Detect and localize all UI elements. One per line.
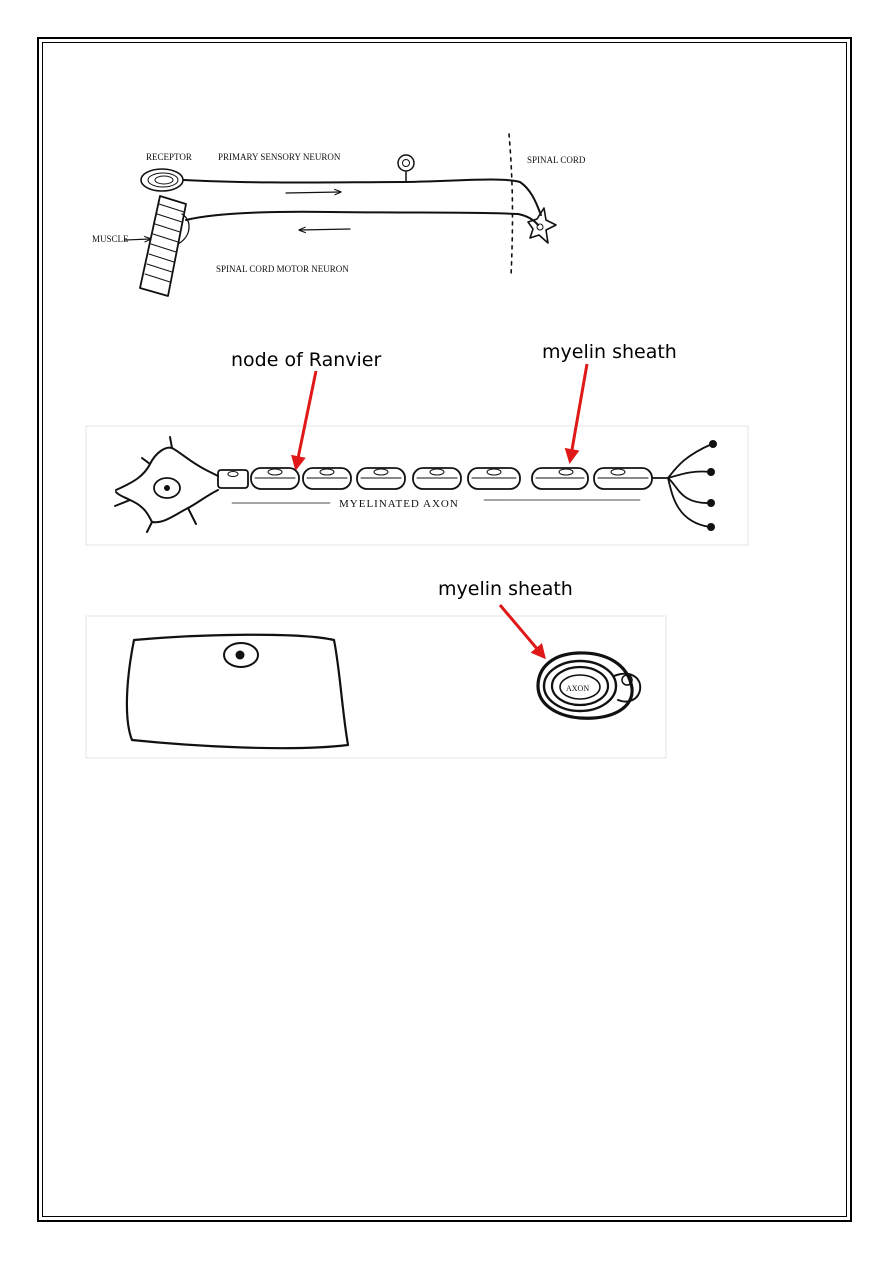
cross-section-diagram: myelin sheath AXON	[85, 578, 667, 759]
myelin-segment	[356, 467, 406, 490]
sensory-neuron-label: PRIMARY SENSORY NEURON	[218, 152, 341, 162]
myelinated-axon-diagram: node of Ranvier myelin sheath	[85, 341, 749, 546]
myelin-segment	[467, 467, 521, 490]
axon-cross-section: AXON	[536, 651, 642, 720]
myelin-segment	[412, 467, 462, 490]
neuron-cell-body	[114, 436, 219, 533]
cross-section-panel-background	[85, 615, 667, 759]
motor-neuron-fiber	[185, 210, 539, 226]
axon-terminals	[651, 440, 717, 531]
myelin-sheath-label: myelin sheath	[542, 341, 677, 363]
sensory-neuron-fiber	[183, 178, 542, 216]
ganglion-cell	[397, 154, 415, 183]
myelin-sheath-arrow	[564, 363, 589, 464]
muscle-shape	[139, 195, 190, 297]
motor-neuron-label: SPINAL CORD MOTOR NEURON	[216, 264, 349, 274]
node-of-ranvier-label: node of Ranvier	[231, 349, 381, 371]
motor-direction-arrow	[300, 229, 351, 230]
schwann-cell-outline	[125, 633, 350, 750]
myelin-segment	[531, 467, 589, 490]
axon-hillock	[217, 469, 249, 489]
muscle-label: MUSCLE	[92, 234, 129, 244]
receptor-shape	[140, 168, 184, 192]
page-border-outer	[37, 37, 852, 1222]
reflex-arc-diagram: RECEPTOR PRIMARY SENSORY NEURON SPINAL C…	[92, 133, 586, 297]
spinal-cord-boundary	[508, 133, 514, 277]
sensory-direction-arrow	[285, 192, 340, 193]
receptor-label: RECEPTOR	[146, 152, 192, 162]
hillock-nucleus	[227, 471, 239, 477]
myelin-segments	[250, 467, 653, 490]
myelin-segment	[250, 467, 300, 490]
node-of-ranvier-arrow	[291, 370, 318, 471]
cross-section-sheath-label: myelin sheath	[438, 578, 573, 600]
page-border-inner	[42, 42, 847, 1217]
motor-neuron-cell	[527, 207, 557, 244]
myelinated-axon-label: MYELINATED AXON	[339, 498, 459, 510]
axon-cross-section-label: AXON	[566, 684, 589, 693]
spinal-cord-label: SPINAL CORD	[527, 155, 586, 165]
myelin-segment	[302, 467, 352, 490]
myelin-panel-background	[85, 425, 749, 546]
cross-section-sheath-arrow	[498, 604, 546, 660]
muscle-pointer-arrow	[124, 239, 150, 240]
